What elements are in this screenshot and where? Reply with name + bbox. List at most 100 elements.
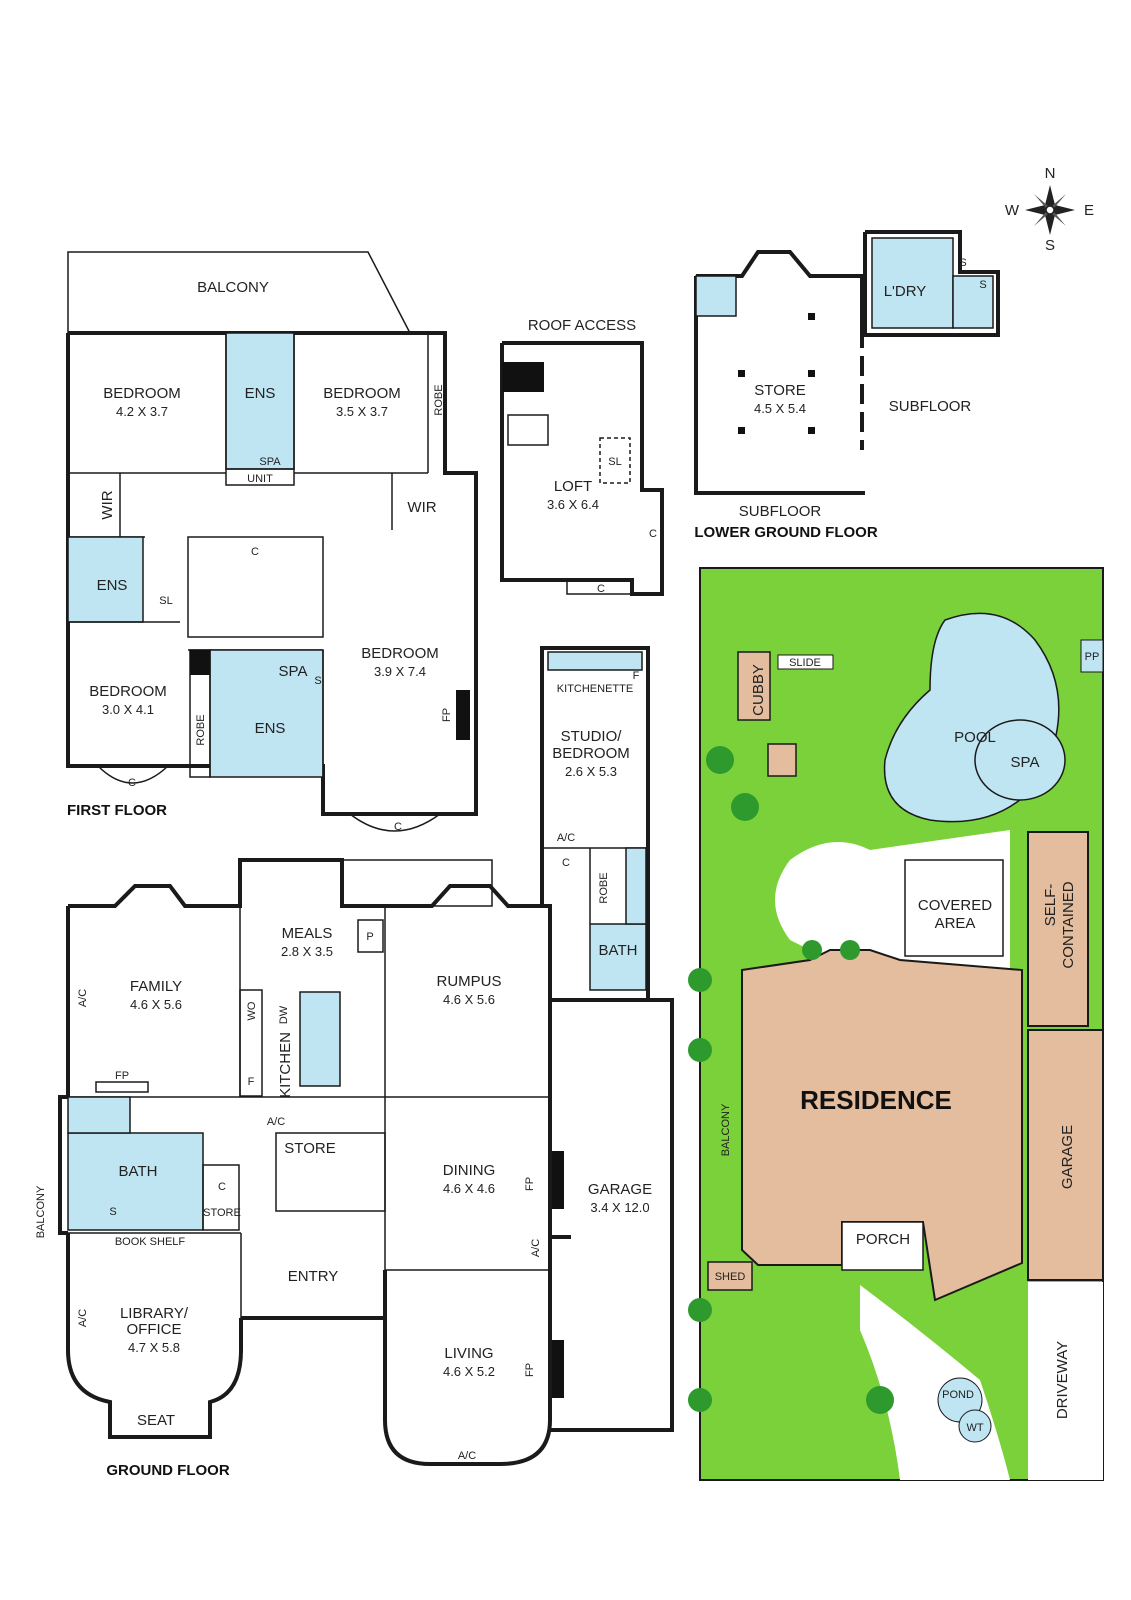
loft-dims: 3.6 X 6.4 xyxy=(547,497,599,512)
ff-bedroom1-name: BEDROOM xyxy=(103,385,181,402)
gf-fp2: FP xyxy=(524,1177,536,1191)
gf-fp3: FP xyxy=(524,1363,536,1377)
ff-wir2: WIR xyxy=(407,499,436,516)
site-self-contained2: CONTAINED xyxy=(1060,881,1077,968)
ff-ens2: ENS xyxy=(97,577,128,594)
gf-ac5: A/C xyxy=(458,1450,476,1462)
gf-library-dims: 4.7 X 5.8 xyxy=(128,1340,180,1355)
gf-store: STORE xyxy=(284,1140,335,1157)
ground-floor-title: GROUND FLOOR xyxy=(106,1462,229,1479)
ff-spa1: SPA xyxy=(259,456,281,468)
gf-garage-name: GARAGE xyxy=(588,1181,652,1198)
ff-bedroom2-dims: 3.5 X 3.7 xyxy=(336,404,388,419)
ff-bay-c2: C xyxy=(394,821,402,833)
lg-s1: S xyxy=(959,257,966,269)
gf-store-small: STORE xyxy=(203,1207,241,1219)
site-self-contained1: SELF- xyxy=(1042,884,1059,927)
lg-s2: S xyxy=(979,279,986,291)
lg-subfloor2: SUBFLOOR xyxy=(739,503,822,520)
gf-studio-bath: BATH xyxy=(599,942,638,959)
loft-name: LOFT xyxy=(554,478,592,495)
gf-dw: DW xyxy=(278,1005,290,1024)
loft-plan xyxy=(500,341,664,596)
loft-roof-access: ROOF ACCESS xyxy=(528,317,636,334)
gf-meals-dims: 2.8 X 3.5 xyxy=(281,944,333,959)
site-balcony: BALCONY xyxy=(720,1103,732,1156)
site-shed: SHED xyxy=(715,1271,746,1283)
gf-family-dims: 4.6 X 5.6 xyxy=(130,997,182,1012)
gf-ac4: A/C xyxy=(530,1239,542,1257)
gf-rumpus-dims: 4.6 X 5.6 xyxy=(443,992,495,1007)
ground-floor-plan xyxy=(58,646,674,1466)
ff-bedroom3-dims: 3.0 X 4.1 xyxy=(102,702,154,717)
gf-studio-c: C xyxy=(562,857,570,869)
gf-seat: SEAT xyxy=(137,1412,175,1429)
compass-s: S xyxy=(1045,237,1055,254)
gf-fridge: F xyxy=(248,1076,255,1088)
gf-meals-name: MEALS xyxy=(282,925,333,942)
ff-bay-c1: C xyxy=(128,777,136,789)
lower-ground-plan xyxy=(694,230,1000,495)
compass-rose-icon xyxy=(1025,185,1075,235)
ff-bedroom1-dims: 4.2 X 3.7 xyxy=(116,404,168,419)
ff-bedroom2-name: BEDROOM xyxy=(323,385,401,402)
site-covered1: COVERED xyxy=(918,897,992,914)
ff-spa2: SPA xyxy=(279,663,308,680)
ff-robe1: ROBE xyxy=(433,384,445,415)
site-pp: PP xyxy=(1085,651,1100,663)
site-driveway: DRIVEWAY xyxy=(1054,1341,1071,1419)
loft-sl: SL xyxy=(608,456,621,468)
ff-ens1: ENS xyxy=(245,385,276,402)
site-porch: PORCH xyxy=(856,1231,910,1248)
gf-rumpus-name: RUMPUS xyxy=(436,973,501,990)
compass-w: W xyxy=(1005,202,1020,219)
gf-studio-robe: ROBE xyxy=(598,872,610,903)
ff-unit: UNIT xyxy=(247,473,273,485)
ff-wir1: WIR xyxy=(99,490,116,519)
ff-c1: C xyxy=(251,546,259,558)
gf-living-name: LIVING xyxy=(444,1345,493,1362)
ff-robe2: ROBE xyxy=(195,714,207,745)
site-covered2: AREA xyxy=(935,915,976,932)
site-garage: GARAGE xyxy=(1059,1125,1076,1189)
gf-cupboard: C xyxy=(218,1181,226,1193)
gf-studio-name1: STUDIO/ xyxy=(561,728,623,745)
ff-bedroom3-name: BEDROOM xyxy=(89,683,167,700)
gf-wo: WO xyxy=(246,1001,258,1020)
gf-library-name1: LIBRARY/ xyxy=(120,1305,189,1322)
gf-family-name: FAMILY xyxy=(130,978,182,995)
lg-laundry: L'DRY xyxy=(884,283,927,300)
gf-shower: S xyxy=(109,1206,116,1218)
gf-dining-name: DINING xyxy=(443,1162,496,1179)
site-pool: POOL xyxy=(954,729,996,746)
site-slide: SLIDE xyxy=(789,657,821,669)
site-residence: RESIDENCE xyxy=(800,1085,952,1115)
gf-ac3: A/C xyxy=(77,1309,89,1327)
site-wt: WT xyxy=(966,1422,983,1434)
ff-bedroom4-name: BEDROOM xyxy=(361,645,439,662)
site-cubby: CUBBY xyxy=(750,664,767,716)
ff-ens3: ENS xyxy=(255,720,286,737)
first-floor-plan xyxy=(66,251,478,832)
lg-store-name: STORE xyxy=(754,382,805,399)
loft-c1: C xyxy=(649,528,657,540)
gf-living-dims: 4.6 X 5.2 xyxy=(443,1364,495,1379)
gf-studio-fridge: F xyxy=(633,670,640,682)
site-pond: POND xyxy=(942,1389,974,1401)
gf-book-shelf: BOOK SHELF xyxy=(115,1236,186,1248)
gf-ac2: A/C xyxy=(267,1116,285,1128)
gf-library-name2: OFFICE xyxy=(127,1321,182,1338)
gf-dining-dims: 4.6 X 4.6 xyxy=(443,1181,495,1196)
lg-store-dims: 4.5 X 5.4 xyxy=(754,401,806,416)
ff-sl: SL xyxy=(159,595,172,607)
compass-n: N xyxy=(1045,165,1056,182)
gf-studio-name2: BEDROOM xyxy=(552,745,630,762)
lower-ground-title: LOWER GROUND FLOOR xyxy=(694,524,877,541)
lg-subfloor1: SUBFLOOR xyxy=(889,398,972,415)
site-plan xyxy=(688,567,1104,1481)
gf-studio-ac: A/C xyxy=(557,832,575,844)
ff-s1: S xyxy=(314,675,321,687)
ff-balcony: BALCONY xyxy=(197,279,269,296)
gf-pantry: P xyxy=(366,931,373,943)
